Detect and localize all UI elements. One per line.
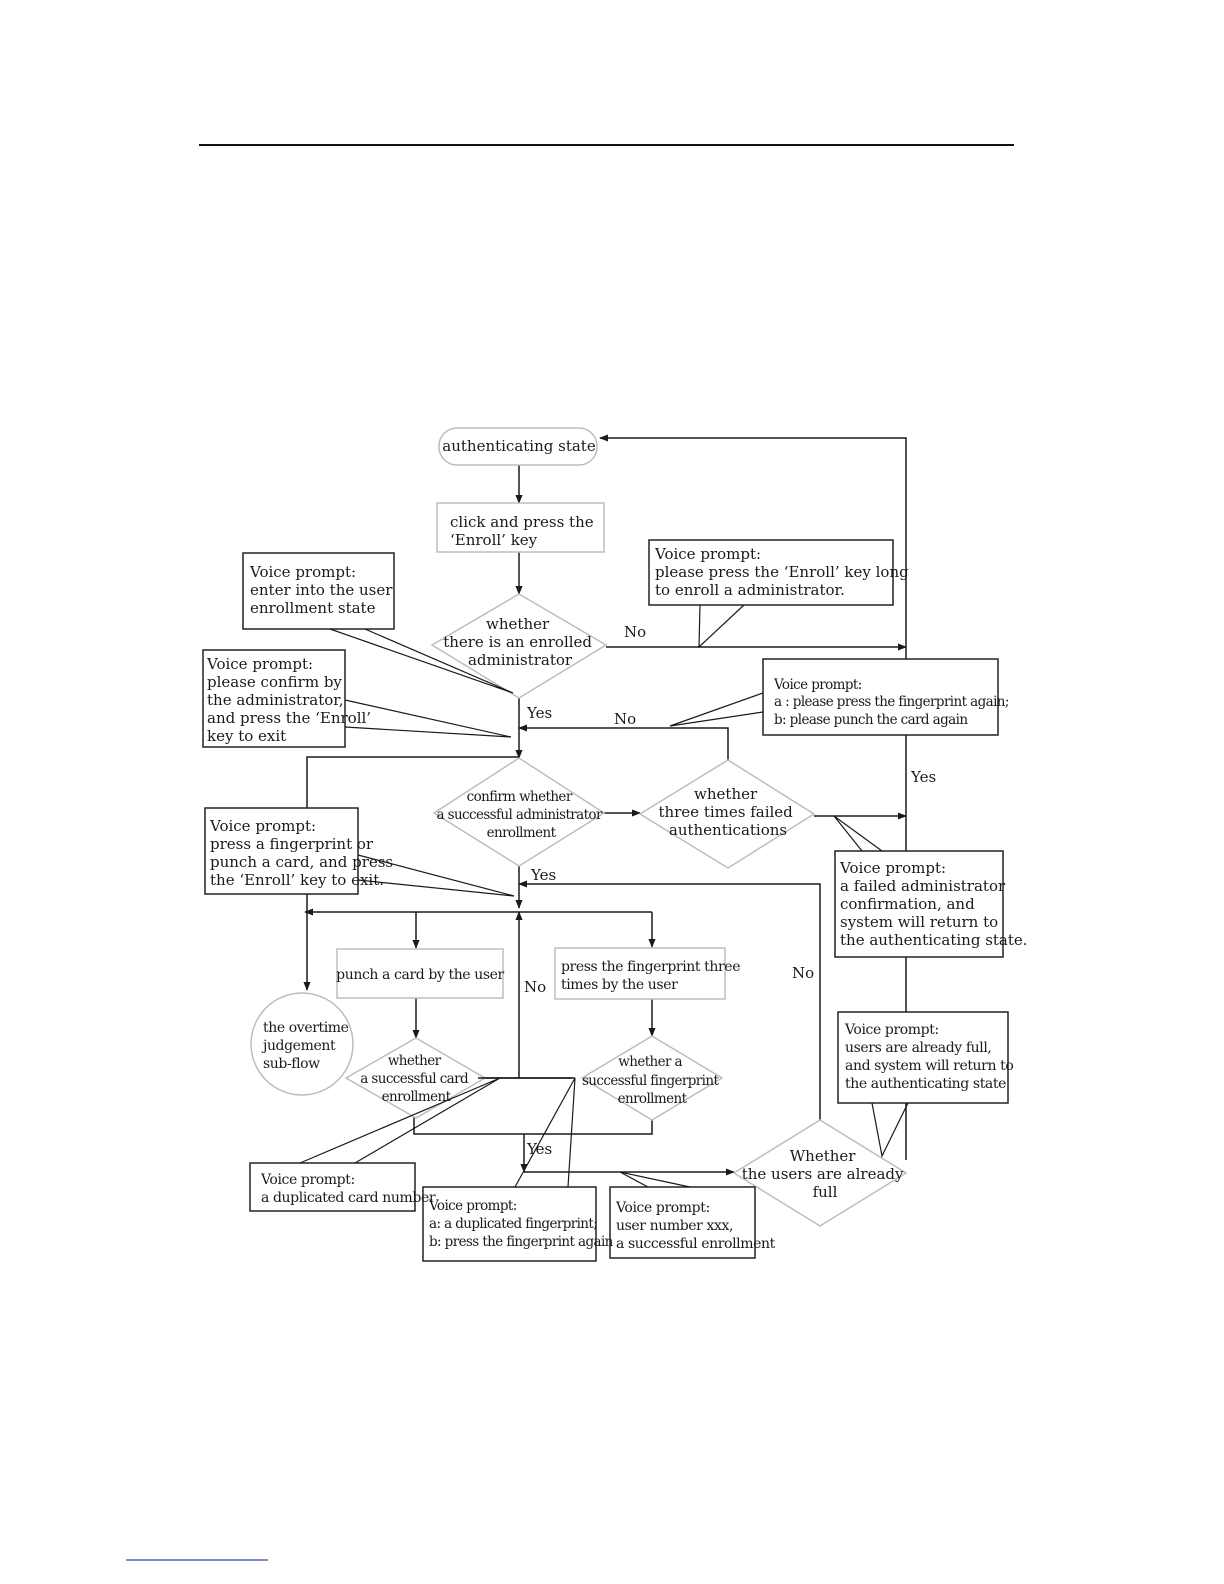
prompt-duplicated-card — [249, 1162, 416, 1212]
label-yes-confirm: Yes — [530, 866, 556, 884]
prompt-users-full — [837, 1011, 1009, 1104]
prompt-failed-admin-text: Voice prompt: a failed administrator con… — [839, 859, 1028, 949]
prompt-failed-admin — [834, 850, 1004, 958]
label-yes-three-fails: Yes — [910, 768, 936, 786]
label-no-enroll: No — [524, 978, 546, 996]
users-full-decision — [732, 1119, 908, 1227]
enroll-key-box — [436, 502, 605, 553]
prompt-duplicated-card-text: Voice prompt: a duplicated card number — [260, 1172, 436, 1206]
callout-texts: Voice prompt: enter into the user enroll… — [206, 545, 1028, 1252]
prompt-press-again — [762, 658, 999, 736]
press-fingerprint-box — [554, 947, 726, 1000]
three-fails-decision — [638, 759, 816, 869]
fp-enroll-label: whether a successful fingerprint enrollm… — [582, 1054, 722, 1107]
three-fails-label: whether three times failed authenticatio… — [658, 785, 797, 839]
prompt-press-enroll-long — [648, 539, 894, 606]
flow-shapes — [250, 427, 908, 1227]
prompt-confirm-by-admin-text: Voice prompt: please confirm by the admi… — [206, 655, 376, 745]
admin-enrolled-label: whether there is an enrolled administrat… — [443, 615, 597, 669]
confirm-admin-label: confirm whether a successful administrat… — [436, 789, 605, 841]
prompt-press-or-punch — [204, 807, 359, 895]
card-enroll-label: whether a successful card enrollment — [360, 1053, 471, 1105]
prompt-press-enroll-long-text: Voice prompt: please press the ‘Enroll’ … — [654, 545, 914, 599]
prompt-duplicated-fp — [422, 1186, 597, 1262]
prompt-success — [609, 1186, 756, 1259]
start-state-label: authenticating state — [442, 437, 596, 455]
enroll-key-label: click and press the ‘Enroll’ key — [450, 513, 598, 549]
label-no-full: No — [792, 964, 814, 982]
prompt-users-full-text: Voice prompt: users are already full, an… — [844, 1022, 1017, 1092]
prompt-press-or-punch-text: Voice prompt: press a fingerprint or pun… — [209, 817, 398, 889]
overtime-subflow-label: the overtime judgement sub-flow — [261, 1020, 353, 1072]
label-yes-enroll: Yes — [526, 1140, 552, 1158]
callouts — [202, 539, 1009, 1262]
prompt-enter-enrollment-text: Voice prompt: enter into the user enroll… — [249, 563, 397, 617]
punch-card-label: punch a card by the user — [336, 967, 504, 983]
label-yes-admin: Yes — [526, 704, 552, 722]
prompt-confirm-by-admin — [202, 649, 346, 748]
prompt-enter-enrollment — [242, 552, 395, 630]
overtime-subflow-circle — [250, 992, 354, 1096]
flow-texts: authenticating state click and press the… — [261, 437, 909, 1201]
branch-labels: No Yes No Yes Yes No Yes No — [524, 623, 936, 1158]
fp-enroll-decision — [580, 1035, 724, 1121]
prompt-success-text: Voice prompt: user number xxx, a success… — [615, 1200, 776, 1252]
label-no-retry: No — [614, 710, 636, 728]
punch-card-box — [336, 948, 504, 999]
confirm-admin-decision — [432, 757, 606, 867]
card-enroll-decision — [344, 1037, 487, 1119]
prompt-press-again-text: Voice prompt: a : please press the finge… — [773, 677, 1013, 728]
users-full-label: Whether the users are already full — [742, 1147, 909, 1201]
admin-enrolled-decision — [430, 593, 608, 699]
press-fingerprint-label: press the fingerprint three times by the… — [561, 959, 744, 993]
label-no-admin: No — [624, 623, 646, 641]
prompt-duplicated-fp-text: Voice prompt: a: a duplicated fingerprin… — [428, 1198, 614, 1250]
start-state-terminal — [438, 427, 598, 466]
